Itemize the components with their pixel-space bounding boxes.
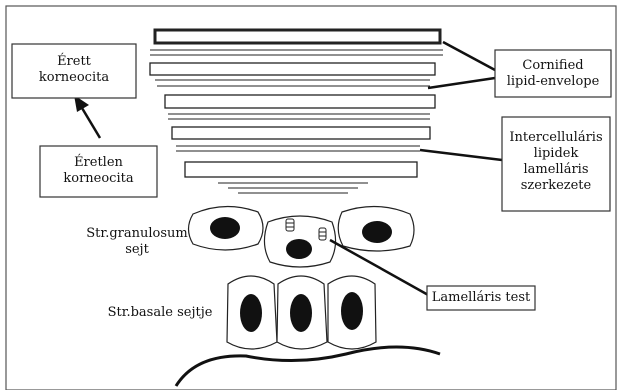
pointer-cornified-bottom xyxy=(428,78,495,88)
corneocyte-layer xyxy=(172,127,430,139)
nucleus xyxy=(290,294,312,332)
top-cornified-cell xyxy=(155,30,440,43)
corneocyte-layer xyxy=(150,63,435,75)
label-basale: Str.basale sejtje xyxy=(100,305,220,321)
label-mature-line2: korneocita xyxy=(12,70,136,86)
basement-membrane xyxy=(176,347,440,386)
nucleus xyxy=(341,292,363,330)
nucleus xyxy=(362,221,392,243)
label-lamellar-line1: Lamelláris test xyxy=(427,290,535,306)
label-granulosum: Str.granulosum sejt xyxy=(82,226,192,258)
label-cornified: Cornified lipid-envelope xyxy=(495,58,611,90)
label-intercellular-line2: lipidek xyxy=(502,146,610,162)
label-mature: Érett korneocita xyxy=(12,54,136,86)
label-intercellular-line1: Intercelluláris xyxy=(502,130,610,146)
label-mature-line1: Érett xyxy=(12,54,136,70)
pointer-cornified-top xyxy=(443,42,495,70)
label-immature-line1: Éretlen xyxy=(40,155,157,171)
granulosum-cells xyxy=(189,206,415,267)
corneocyte-layer xyxy=(165,95,435,108)
label-immature: Éretlen korneocita xyxy=(40,155,157,187)
arrow-shaft xyxy=(82,108,100,138)
pointer-intercellular xyxy=(420,150,502,160)
label-intercellular: Intercelluláris lipidek lamelláris szerk… xyxy=(502,130,610,194)
label-granulosum-line1: Str.granulosum xyxy=(82,226,192,242)
nucleus xyxy=(240,294,262,332)
label-intercellular-line3: lamelláris xyxy=(502,162,610,178)
label-granulosum-line2: sejt xyxy=(82,242,192,258)
label-immature-line2: korneocita xyxy=(40,171,157,187)
basale-cells xyxy=(227,276,376,349)
label-cornified-line1: Cornified xyxy=(495,58,611,74)
corneum-layers xyxy=(150,30,443,193)
label-cornified-line2: lipid-envelope xyxy=(495,74,611,90)
label-intercellular-line4: szerkezete xyxy=(502,178,610,194)
nucleus xyxy=(210,217,240,239)
nucleus xyxy=(286,239,312,259)
label-lamellar-body: Lamelláris test xyxy=(427,290,535,306)
corneocyte-layer xyxy=(185,162,417,177)
label-basale-line1: Str.basale sejtje xyxy=(100,305,220,321)
